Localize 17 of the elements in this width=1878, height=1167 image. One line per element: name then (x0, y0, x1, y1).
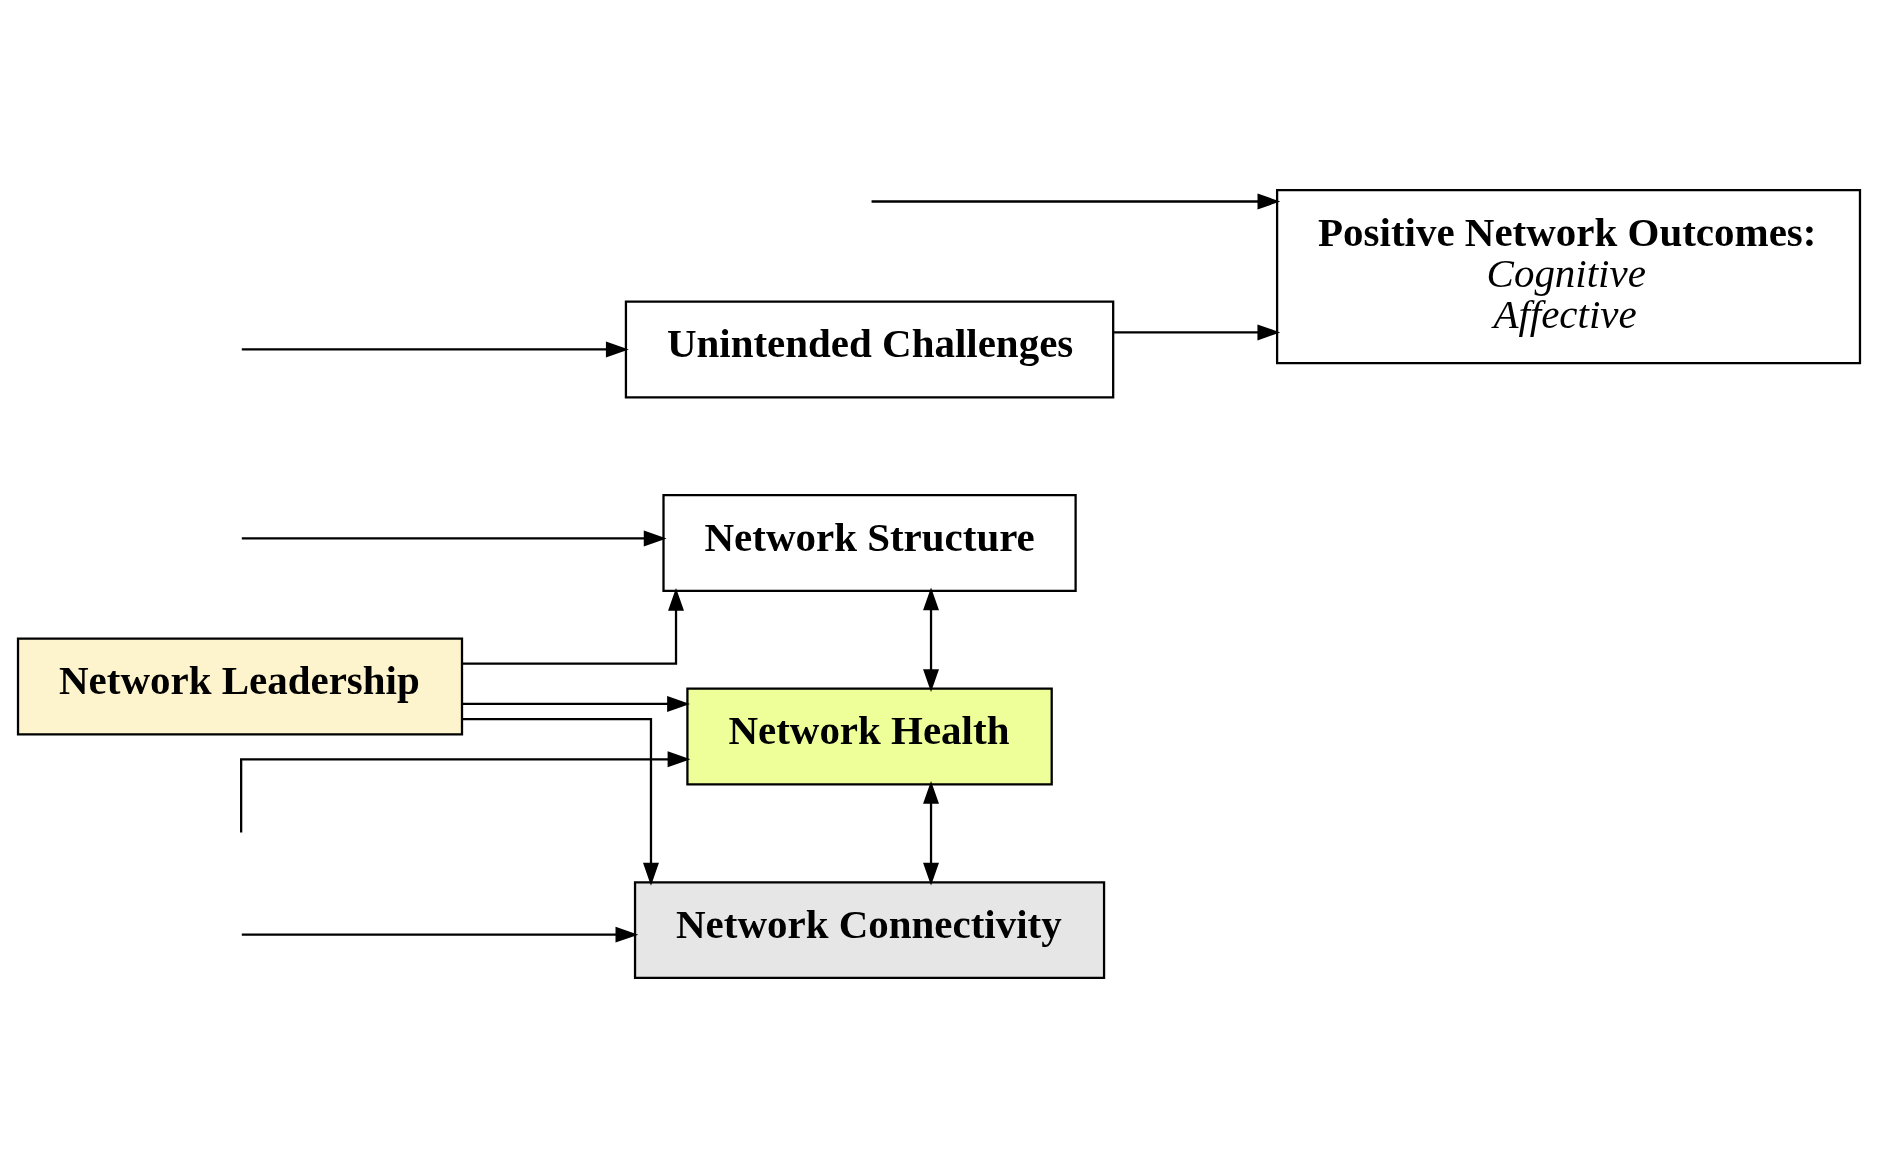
arrow (923, 780, 939, 886)
node-box: Positive Network Outcomes: Cognitive Affective (1275, 188, 1862, 364)
node-box: Network Health (686, 687, 1053, 785)
arrow (241, 926, 639, 943)
arrow (462, 695, 690, 712)
arrow (462, 587, 684, 665)
arrow (240, 750, 691, 833)
node-box: Network Leadership (16, 637, 464, 735)
arrow (241, 341, 629, 357)
arrow (241, 530, 667, 546)
arrow (1114, 323, 1281, 340)
node-box: Network Structure (662, 493, 1077, 592)
node-box: Network Connectivity (633, 880, 1106, 979)
node-box: Unintended Challenges (624, 300, 1115, 398)
arrow (871, 193, 1281, 209)
arrow (923, 586, 939, 692)
arrow (462, 717, 659, 886)
